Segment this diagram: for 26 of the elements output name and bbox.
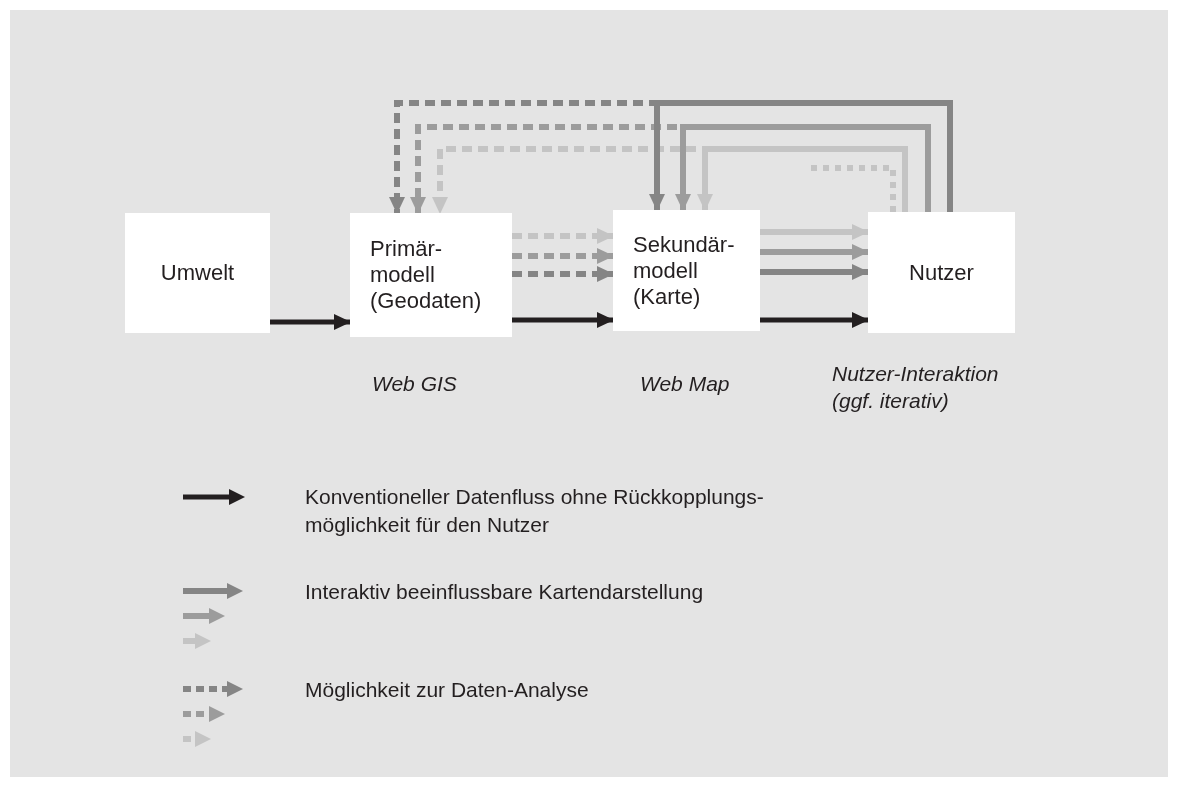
arrow (270, 314, 351, 330)
arrow (760, 244, 869, 260)
process-box (613, 210, 760, 331)
feedback-arrow (649, 100, 953, 212)
node-label: Umwelt (160, 260, 235, 286)
arrow (512, 312, 614, 328)
feedback-arrow (675, 124, 931, 212)
legend-text: Konventioneller Datenfluss ohne Rückkopplungs- möglichkeit für den Nutzer (305, 484, 765, 538)
node-label: Nutzer (909, 259, 974, 286)
process-box (350, 213, 512, 337)
dashed-arrow (512, 248, 614, 264)
node-label: Web Map (640, 371, 731, 397)
node-label: Nutzer-Interaktion (ggf. iterativ) (832, 361, 1000, 414)
arrow (760, 224, 869, 240)
feedback-arrow (697, 146, 908, 212)
arrow (760, 312, 869, 328)
node-label: Primär- modell (Geodaten) (370, 236, 480, 314)
node-label: Sekundär- modell (Karte) (633, 231, 736, 310)
arrow (760, 264, 869, 280)
legend-text: Interaktiv beeinflussbare Kartendarstellung (305, 579, 705, 605)
legend-text: Möglichkeit zur Daten-Analyse (305, 677, 590, 703)
node-label: Web GIS (372, 371, 458, 397)
dashed-arrow (512, 228, 614, 244)
process-box (125, 213, 270, 333)
dashed-arrow (512, 266, 614, 282)
process-box (868, 212, 1015, 333)
